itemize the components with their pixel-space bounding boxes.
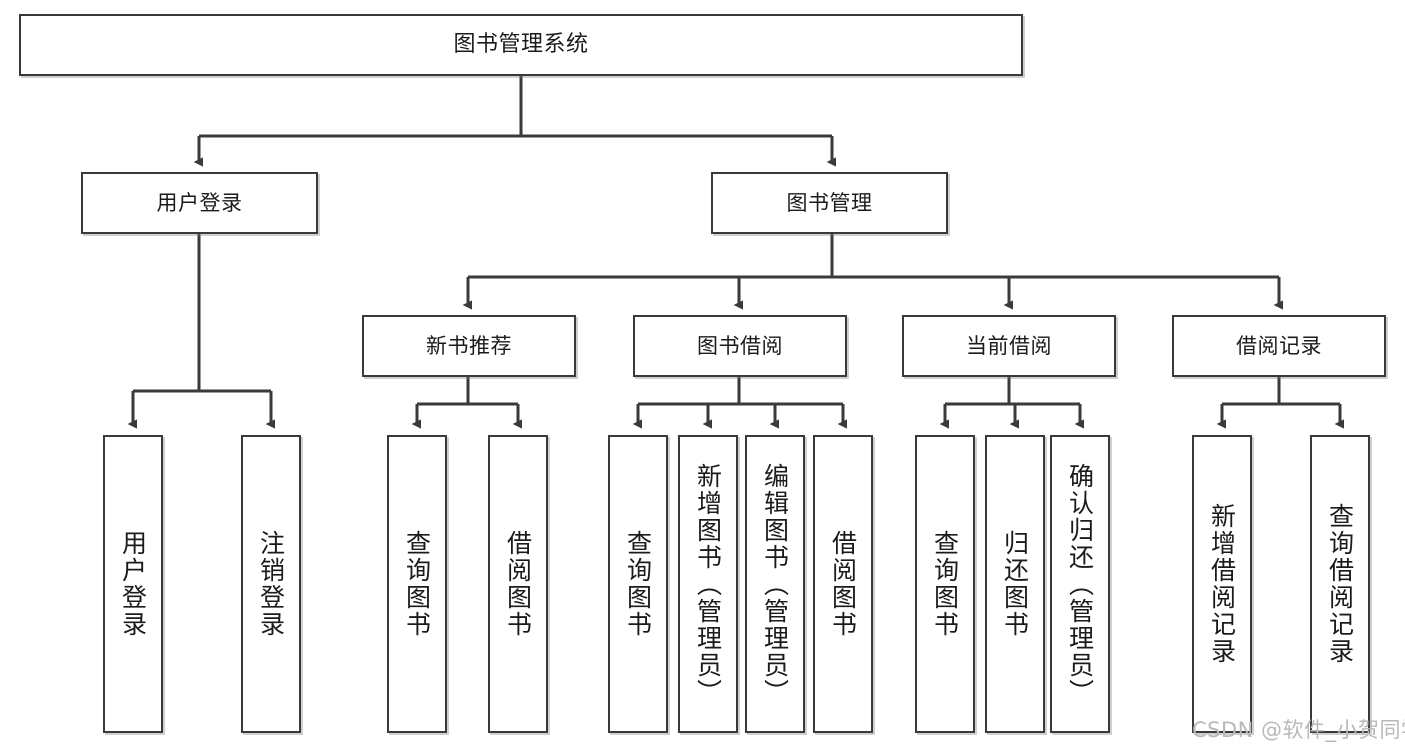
node-leaf-borrow-book-2[interactable]: 借阅图书 (813, 435, 873, 733)
node-leaf-return-book-label: 归还图书 (1000, 530, 1030, 638)
node-leaf-query-book-3-label: 查询图书 (930, 530, 960, 638)
node-leaf-confirm-return[interactable]: 确认归还（管理员） (1050, 435, 1110, 733)
node-new-book-recommend-label: 新书推荐 (426, 333, 512, 358)
node-leaf-logout-label: 注销登录 (256, 530, 286, 638)
node-leaf-query-book-3[interactable]: 查询图书 (915, 435, 975, 733)
node-leaf-logout[interactable]: 注销登录 (241, 435, 301, 733)
csdn-watermark: CSDN @软件_小贺同学 (1192, 718, 1405, 742)
node-user-login-label: 用户登录 (156, 190, 243, 215)
node-leaf-query-record-label: 查询借阅记录 (1325, 503, 1355, 665)
node-leaf-add-record-label: 新增借阅记录 (1207, 503, 1237, 665)
node-leaf-query-record[interactable]: 查询借阅记录 (1310, 435, 1370, 733)
node-new-book-recommend[interactable]: 新书推荐 (362, 315, 576, 377)
node-leaf-edit-book[interactable]: 编辑图书（管理员） (745, 435, 805, 733)
node-book-borrow-label: 图书借阅 (697, 333, 783, 358)
node-borrow-record[interactable]: 借阅记录 (1172, 315, 1386, 377)
node-user-login[interactable]: 用户登录 (81, 172, 318, 234)
node-leaf-add-book-label: 新增图书（管理员） (693, 462, 723, 706)
node-book-manage[interactable]: 图书管理 (711, 172, 948, 234)
node-leaf-add-record[interactable]: 新增借阅记录 (1192, 435, 1252, 733)
node-root[interactable]: 图书管理系统 (19, 14, 1023, 76)
node-leaf-borrow-book-1-label: 借阅图书 (503, 530, 533, 638)
node-borrow-record-label: 借阅记录 (1236, 333, 1322, 358)
node-leaf-confirm-return-label: 确认归还（管理员） (1065, 462, 1095, 706)
node-book-borrow[interactable]: 图书借阅 (633, 315, 847, 377)
node-leaf-borrow-book-1[interactable]: 借阅图书 (488, 435, 548, 733)
node-leaf-query-book-1-label: 查询图书 (402, 530, 432, 638)
node-leaf-query-book-1[interactable]: 查询图书 (387, 435, 447, 733)
node-leaf-borrow-book-2-label: 借阅图书 (828, 530, 858, 638)
node-book-manage-label: 图书管理 (786, 190, 873, 215)
node-leaf-return-book[interactable]: 归还图书 (985, 435, 1045, 733)
node-current-borrow[interactable]: 当前借阅 (902, 315, 1116, 377)
node-leaf-query-book-2[interactable]: 查询图书 (608, 435, 668, 733)
node-current-borrow-label: 当前借阅 (966, 333, 1052, 358)
node-leaf-user-login[interactable]: 用户登录 (103, 435, 163, 733)
node-leaf-user-login-label: 用户登录 (118, 530, 148, 638)
node-leaf-add-book[interactable]: 新增图书（管理员） (678, 435, 738, 733)
node-root-label: 图书管理系统 (453, 32, 589, 58)
node-leaf-query-book-2-label: 查询图书 (623, 530, 653, 638)
node-leaf-edit-book-label: 编辑图书（管理员） (760, 462, 790, 706)
